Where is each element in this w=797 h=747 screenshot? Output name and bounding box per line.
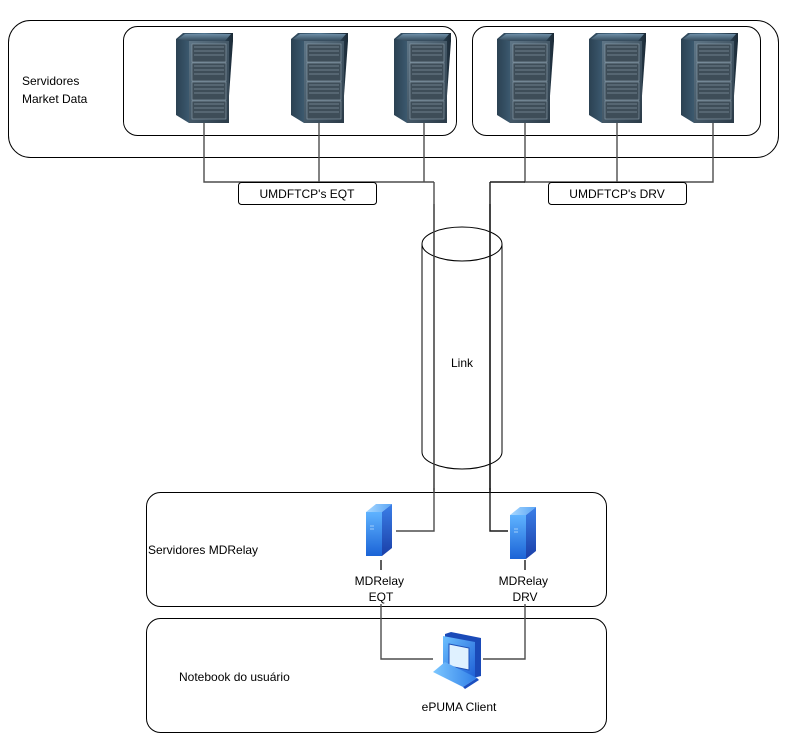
server-rack-icon-eqt-1[interactable] [175, 32, 234, 124]
umdftcp-drv-label[interactable]: UMDFTCP's DRV [548, 182, 687, 205]
notebook-group [146, 618, 607, 733]
server-rack-icon-drv-1[interactable] [496, 32, 555, 124]
relay-eqt-to-client-wire [380, 604, 433, 660]
market-data-label-line1: Servidores [22, 74, 79, 88]
mdrelay-drv-server-icon[interactable] [509, 506, 537, 560]
eqt-trunk-wire [395, 182, 435, 531]
relay-stubs [380, 560, 526, 570]
laptop-icon[interactable] [433, 632, 481, 689]
server-rack-icon-eqt-2[interactable] [290, 32, 349, 124]
mdrelay-drv-label: MDRelay DRV [499, 574, 552, 604]
server-rack-icon-drv-3[interactable] [680, 32, 739, 124]
notebook-group-label: Notebook do usuário [179, 670, 290, 684]
umdftcp-eqt-label[interactable]: UMDFTCP's EQT [238, 182, 377, 205]
mdrelay-eqt-server-icon[interactable] [365, 503, 393, 557]
mdrelay-group-label: Servidores MDRelay [148, 543, 258, 557]
mdrelay-eqt-label: MDRelay EQT [355, 574, 408, 604]
server-rack-icon-eqt-3[interactable] [393, 32, 452, 124]
eqt-relay-wire [396, 488, 435, 532]
epuma-client-label: ePUMA Client [422, 700, 497, 714]
link-cylinder[interactable]: Link [421, 226, 503, 470]
market-data-label-line2: Market Data [22, 92, 88, 106]
umdftcp-drv-text: UMDFTCP's DRV [569, 187, 664, 201]
drv-relay-wire [489, 488, 508, 532]
relay-drv-to-client-wire [483, 604, 526, 660]
umdftcp-eqt-text: UMDFTCP's EQT [260, 187, 356, 201]
server-rack-icon-drv-2[interactable] [588, 32, 647, 124]
link-label: Link [451, 356, 474, 370]
market-data-group-label: Servidores Market Data [22, 74, 88, 106]
